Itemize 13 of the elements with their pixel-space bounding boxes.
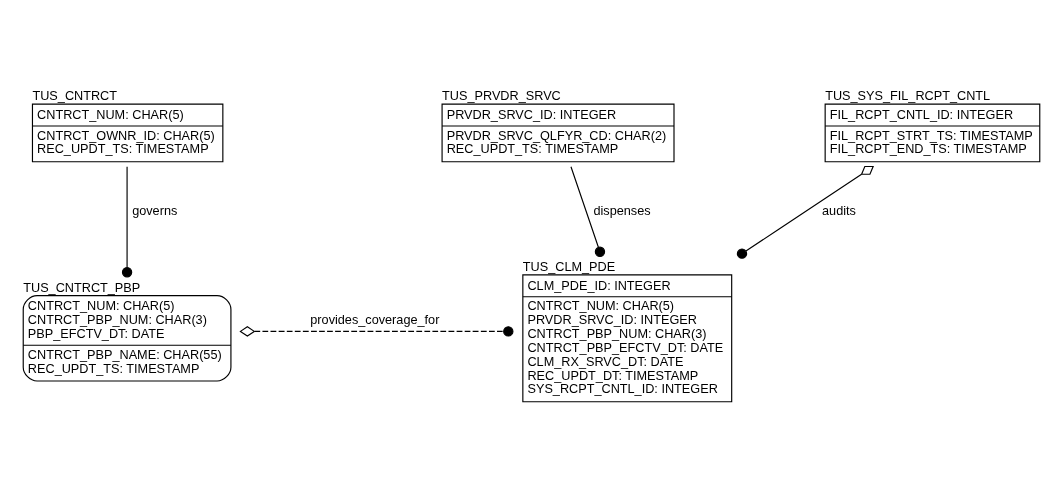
connector [736, 165, 874, 259]
node-label: TUS_CNTRCT [32, 89, 118, 104]
node-label: TUS_SYS_FIL_RCPT_CNTL [825, 89, 991, 104]
edge-label: provides_coverage_for [310, 313, 440, 328]
node-label: TUS_CNTRCT_PBP [23, 280, 141, 295]
connector [570, 166, 606, 257]
connector [121, 166, 133, 278]
edge-label: governs [132, 203, 178, 218]
edge-label: audits [822, 203, 856, 218]
connector [239, 326, 514, 337]
node-label: TUS_PRVDR_SRVC [442, 89, 561, 104]
node-label: TUS_CLM_PDE [522, 260, 616, 275]
edge-label: dispenses [593, 203, 651, 218]
